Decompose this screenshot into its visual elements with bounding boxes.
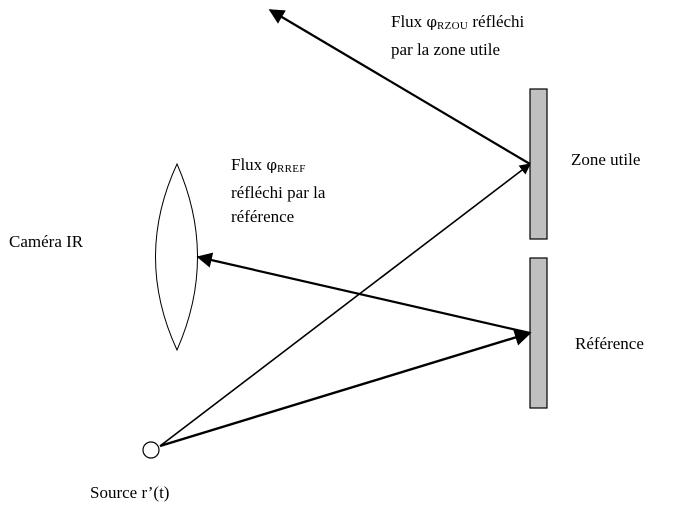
ray-reflected-zone-utile: [268, 9, 531, 165]
camera-lens: [155, 162, 198, 352]
source-circle: [142, 441, 160, 459]
flux-rzou-suffix: réfléchi: [468, 12, 525, 31]
flux-rzou-subscript: RZOU: [436, 20, 469, 32]
label-flux-rref: Flux φRREF réfléchi par la référence: [231, 153, 325, 229]
label-flux-rref-line2: réfléchi par la: [231, 183, 326, 202]
label-flux-rzou-line1: Flux φRZOU réfléchi: [391, 10, 524, 38]
label-source: Source r’(t): [90, 483, 170, 502]
reference-panel: [529, 257, 548, 409]
label-flux-rref-line3: référence: [231, 207, 295, 226]
label-flux-rref-line1: Flux φRREF: [231, 153, 325, 181]
label-camera-ir: Caméra IR: [9, 232, 84, 251]
flux-rref-subscript: RREF: [276, 163, 306, 175]
label-zone-utile: Zone utile: [571, 150, 641, 169]
phi-symbol: φ: [426, 13, 437, 31]
ray-source-to-zone-utile: [159, 163, 531, 447]
label-flux-rzou: Flux φRZOU réfléchi par la zone utile: [391, 10, 524, 62]
label-reference: Référence: [575, 334, 644, 353]
flux-rref-prefix: Flux: [231, 155, 267, 174]
ray-source-to-reference: [159, 329, 532, 448]
zone-utile-panel: [529, 88, 548, 240]
phi-symbol: φ: [266, 156, 277, 174]
ray-reflected-reference: [196, 252, 531, 335]
flux-rzou-prefix: Flux: [391, 12, 427, 31]
label-flux-rzou-line2: par la zone utile: [391, 40, 501, 59]
